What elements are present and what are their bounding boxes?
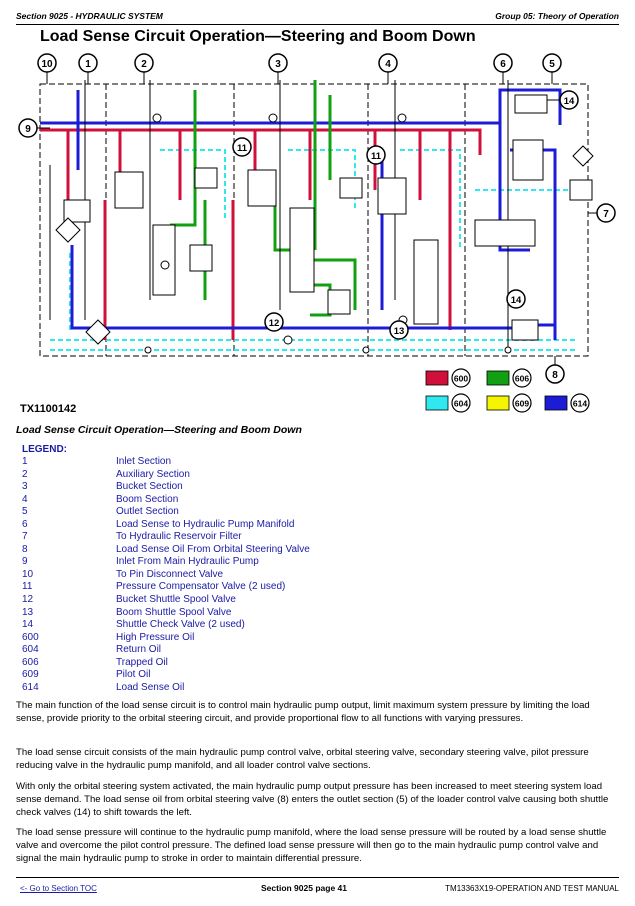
callout-10: 10 [37,53,57,84]
svg-text:4: 4 [385,59,391,70]
key-swatch-606 [486,370,510,386]
page-footer: <- Go to Section TOC Section 9025 page 4… [16,877,619,896]
section-label: Section 9025 - HYDRAULIC SYSTEM [16,11,163,21]
key-swatch-609 [486,395,510,411]
key-code-604: 604 [454,399,468,409]
filter-symbols [55,145,594,345]
manual-id: TM13363X19-OPERATION AND TEST MANUAL [445,884,619,893]
valve-spools [63,94,593,341]
callout-13: 13 [389,320,409,340]
svg-text:10: 10 [41,59,53,70]
key-swatch-604 [425,395,449,411]
key-swatch-600 [425,370,449,386]
section-dividers [105,84,466,356]
page-title: Load Sense Circuit Operation—Steering an… [40,28,476,45]
svg-text:6: 6 [500,59,506,70]
svg-text:3: 3 [275,59,281,70]
callout-1: 1 [78,53,98,84]
color-key: 600 606 604 609 614 [425,368,590,413]
paragraph-2: The load sense circuit consists of the m… [16,747,589,771]
page-number: Section 9025 page 41 [261,883,347,893]
svg-text:8: 8 [552,370,558,381]
callout-3: 3 [268,53,288,84]
figure-caption: Load Sense Circuit Operation—Steering an… [16,424,302,436]
callout-9: 9 [18,118,50,138]
svg-text:13: 13 [394,326,405,337]
paragraph-3: With only the orbital steering system ac… [16,781,609,818]
key-code-614: 614 [573,399,587,409]
svg-text:12: 12 [269,318,280,329]
key-swatch-614 [544,395,568,411]
figure-id: TX1100142 [20,403,77,415]
key-code-606: 606 [515,374,529,384]
callout-4: 4 [378,53,398,84]
svg-text:14: 14 [564,96,575,107]
callout-11-right: 11 [366,145,386,165]
key-code-609: 609 [515,399,529,409]
callout-12: 12 [264,312,284,332]
hydraulic-schematic: 10 1 2 3 4 6 5 9 14 7 11 11 12 13 14 8 6… [18,53,616,413]
toc-link[interactable]: <- Go to Section TOC [20,884,97,893]
callout-7: 7 [588,203,616,223]
group-label: Group 05: Theory of Operation [495,11,619,21]
check-valves [144,113,512,354]
legend-heading: LEGEND: [22,444,67,455]
svg-text:1: 1 [85,59,91,70]
callout-8: 8 [545,356,565,384]
pilot-lines [49,80,509,350]
callout-6: 6 [493,53,513,84]
page-header: Section 9025 - HYDRAULIC SYSTEM Group 05… [16,8,619,25]
paragraph-4: The load sense pressure will continue to… [16,827,607,864]
callout-2: 2 [134,53,154,84]
svg-text:7: 7 [603,209,609,220]
paragraph-1: The main function of the load sense circ… [16,700,590,724]
callout-14-bottom: 14 [506,289,526,309]
callout-5: 5 [542,53,562,84]
svg-text:9: 9 [25,124,31,135]
svg-text:2: 2 [141,59,147,70]
svg-text:14: 14 [511,295,522,306]
svg-text:5: 5 [549,59,555,70]
key-code-600: 600 [454,374,468,384]
svg-text:11: 11 [371,151,382,162]
svg-text:11: 11 [237,143,248,154]
callout-11-left: 11 [232,137,252,157]
callout-14-top: 14 [547,90,579,110]
